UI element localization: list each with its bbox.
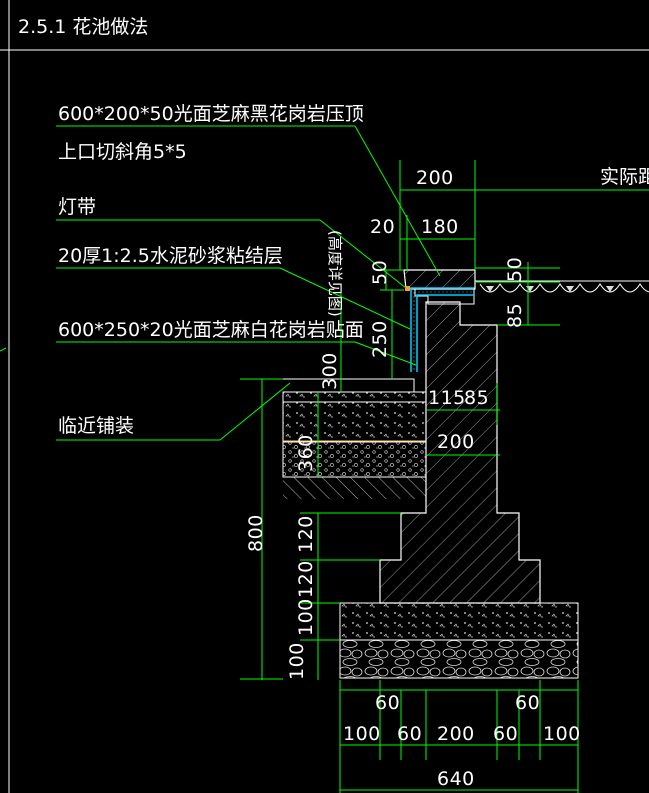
dimension-texts: 200 20 180 50 50 85 250 300 115 85 200 3… <box>245 167 581 790</box>
label-coping: 600*200*50光面芝麻黑花岗岩压顶 <box>58 103 364 125</box>
dim-85: 85 <box>464 387 489 409</box>
dim-800: 800 <box>245 514 267 552</box>
dim-100-a: 100 <box>295 598 317 636</box>
light-strip-icon <box>405 286 410 291</box>
label-height-note: (高度详见图) <box>326 230 344 317</box>
dim-bottom-100-a: 100 <box>343 723 381 745</box>
dim-bottom-60-b: 60 <box>493 723 518 745</box>
dim-bottom-60-right: 60 <box>515 692 540 714</box>
dim-50-left: 50 <box>369 260 391 285</box>
label-light-strip: 灯带 <box>58 196 96 218</box>
dim-100-b: 100 <box>286 642 308 680</box>
dim-top-200: 200 <box>416 167 454 189</box>
dim-bottom-200: 200 <box>437 723 475 745</box>
dim-250: 250 <box>369 320 391 358</box>
section-title: 2.5.1 花池做法 <box>18 16 148 38</box>
label-mortar: 20厚1:2.5水泥砂浆粘结层 <box>58 245 283 267</box>
dim-bottom-640: 640 <box>437 768 475 790</box>
granite-facing <box>405 286 474 372</box>
dim-20: 20 <box>370 216 395 238</box>
planting-soil <box>475 280 649 293</box>
soil-hatch <box>283 477 426 499</box>
dim-120-b: 120 <box>295 560 317 598</box>
coping-stone <box>403 269 476 305</box>
paving-layers <box>282 378 427 478</box>
dimension-lines <box>240 160 649 793</box>
dim-50-right: 50 <box>504 257 526 282</box>
dim-180: 180 <box>421 216 459 238</box>
wall-body <box>379 301 541 604</box>
label-paving: 临近铺装 <box>58 415 134 437</box>
dim-300: 300 <box>319 352 341 390</box>
dim-bottom-60-a: 60 <box>397 723 422 745</box>
dim-85-right: 85 <box>504 303 526 328</box>
dim-bottom-60-left: 60 <box>375 692 400 714</box>
dim-115: 115 <box>428 387 466 409</box>
dim-360: 360 <box>295 434 317 472</box>
leader-lines <box>56 125 441 441</box>
dim-200-wall: 200 <box>437 431 475 453</box>
label-actual: 实际距 <box>600 166 649 188</box>
label-chamfer: 上口切斜角5*5 <box>58 141 187 163</box>
annotation-labels: 600*200*50光面芝麻黑花岗岩压顶 上口切斜角5*5 灯带 20厚1:2.… <box>58 103 649 437</box>
dim-120-a: 120 <box>295 515 317 553</box>
foundation <box>339 602 579 679</box>
label-facing: 600*250*20光面芝麻白花岗岩贴面 <box>58 319 364 341</box>
dim-bottom-100-b: 100 <box>543 723 581 745</box>
